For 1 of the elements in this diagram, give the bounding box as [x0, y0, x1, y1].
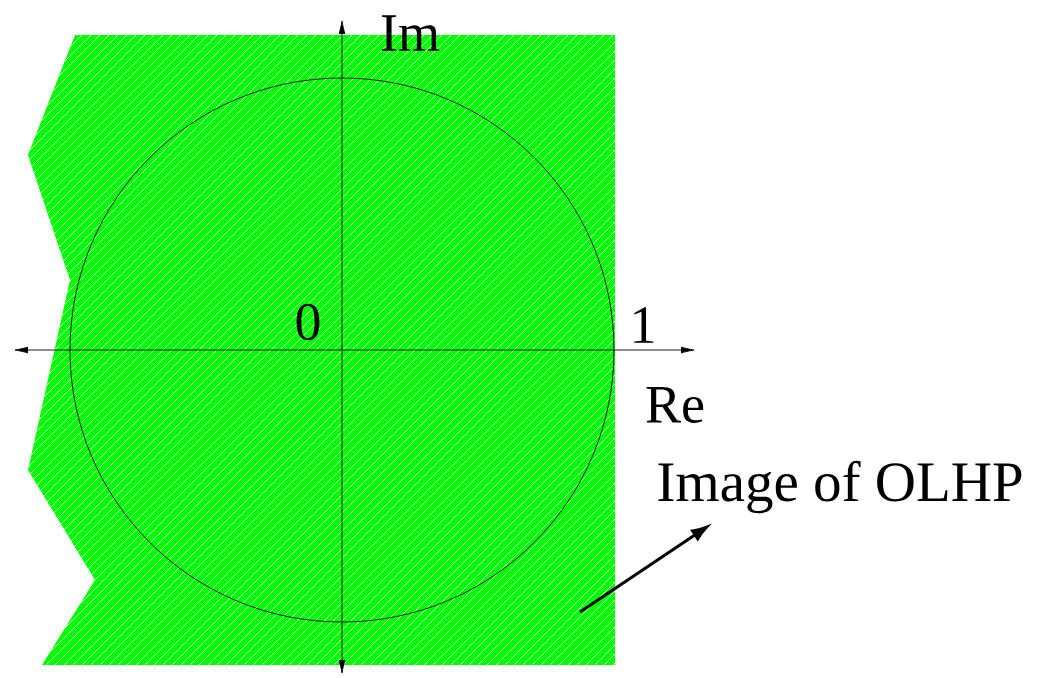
region-label: Image of OLHP — [658, 460, 1022, 514]
